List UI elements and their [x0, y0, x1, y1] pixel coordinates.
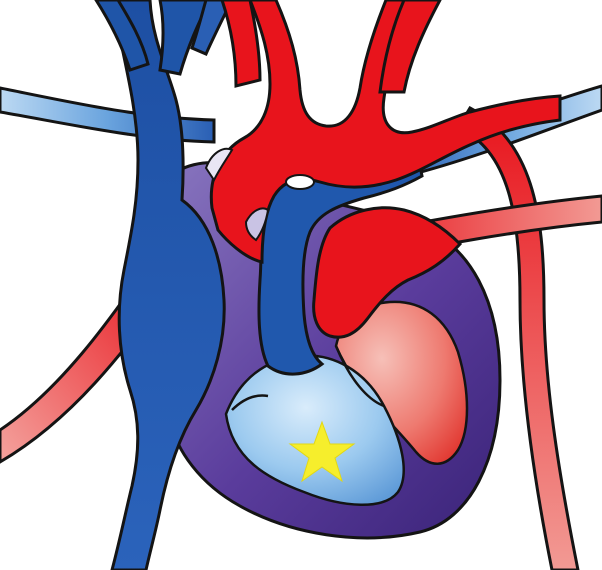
vessel-gap-upper: [286, 175, 314, 189]
